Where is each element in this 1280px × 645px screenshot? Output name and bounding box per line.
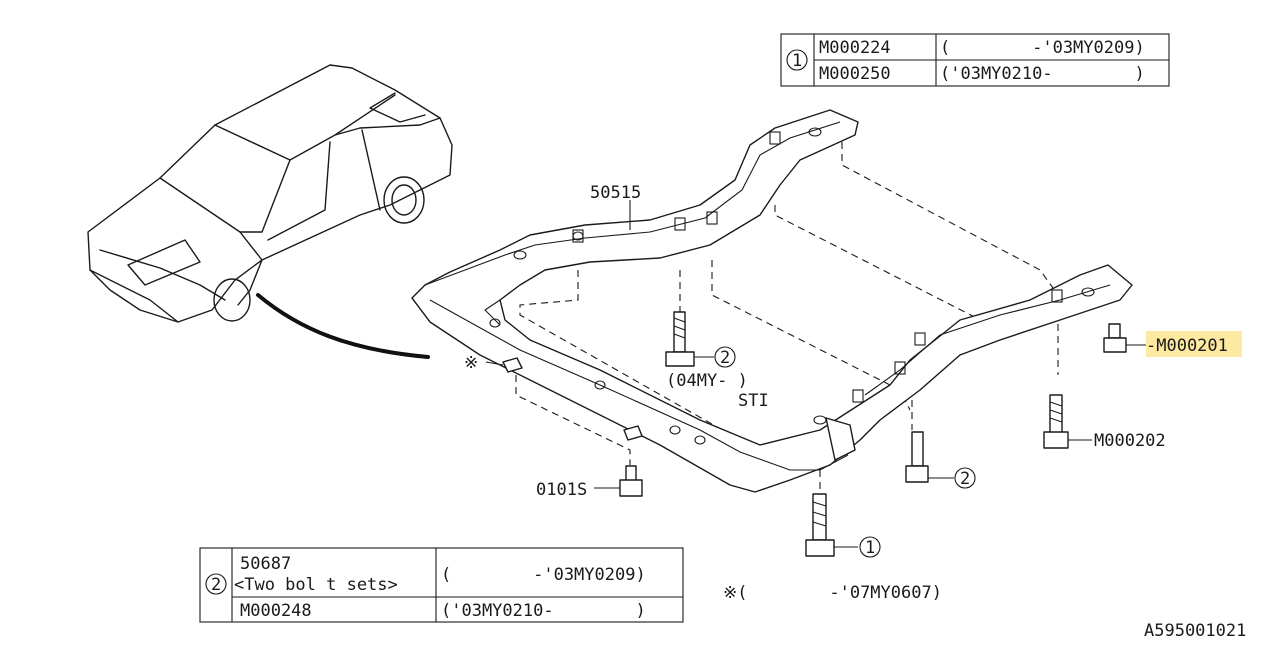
- highlight-m000201: [1146, 331, 1242, 357]
- footnote: ※( -'07MY0607): [723, 583, 942, 603]
- ref-number-mid: 2: [720, 348, 730, 368]
- label-m000202[interactable]: M000202: [1094, 431, 1166, 451]
- top-table-range-2: ('03MY0210- ): [940, 64, 1145, 84]
- leader-asterisk: [485, 361, 504, 366]
- bottom-table-part-2[interactable]: M000248: [240, 601, 312, 621]
- bottom-table-ref: 2: [211, 575, 221, 595]
- ref-circle-mid: [714, 346, 736, 368]
- bolt-left: [619, 465, 643, 497]
- bolt-bottom: [805, 493, 835, 557]
- label-0101s[interactable]: 0101S: [536, 480, 587, 500]
- label-m000201[interactable]: -M000201: [1146, 336, 1228, 356]
- ref-circle-bottom-right: [954, 467, 976, 489]
- top-table-range-1: ( -'03MY0209): [940, 38, 1145, 58]
- bottom-table: 2 50687 <Two bol t sets> ( -'03MY0209) M…: [199, 547, 684, 623]
- car-leader-line: [256, 293, 430, 359]
- top-table-part-2[interactable]: M000250: [819, 64, 891, 84]
- bottom-table-note-1: <Two bol t sets>: [234, 575, 398, 595]
- bottom-table-part-1[interactable]: 50687: [240, 554, 291, 574]
- crossmember-50515: [411, 109, 1133, 493]
- ref-mid-note-sti: STI: [738, 391, 769, 411]
- diagram-id: A595001021: [1144, 621, 1246, 640]
- car-illustration: [87, 64, 453, 323]
- top-table-ref: 1: [792, 51, 802, 71]
- top-table: 1 M000224 ( -'03MY0209) M000250 ('03MY02…: [780, 33, 1170, 87]
- top-table-part-1[interactable]: M000224: [819, 38, 891, 58]
- ref-mid-note-years: (04MY- ): [666, 371, 748, 391]
- bolt-right: [1043, 394, 1069, 449]
- bottom-table-range-1: ( -'03MY0209): [441, 565, 646, 585]
- asterisk-mark: ※: [464, 353, 478, 373]
- bolt-small-mid: [905, 431, 929, 483]
- bottom-table-range-2: ('03MY0210- ): [441, 601, 646, 621]
- ref-number-bottom-right: 2: [960, 469, 970, 489]
- label-50515: 50515: [590, 183, 641, 203]
- ref-number-bottom: 1: [865, 538, 875, 558]
- bolt-mid: [665, 311, 695, 367]
- bolt-right-top: [1103, 323, 1127, 353]
- ref-circle-bottom: [859, 536, 881, 558]
